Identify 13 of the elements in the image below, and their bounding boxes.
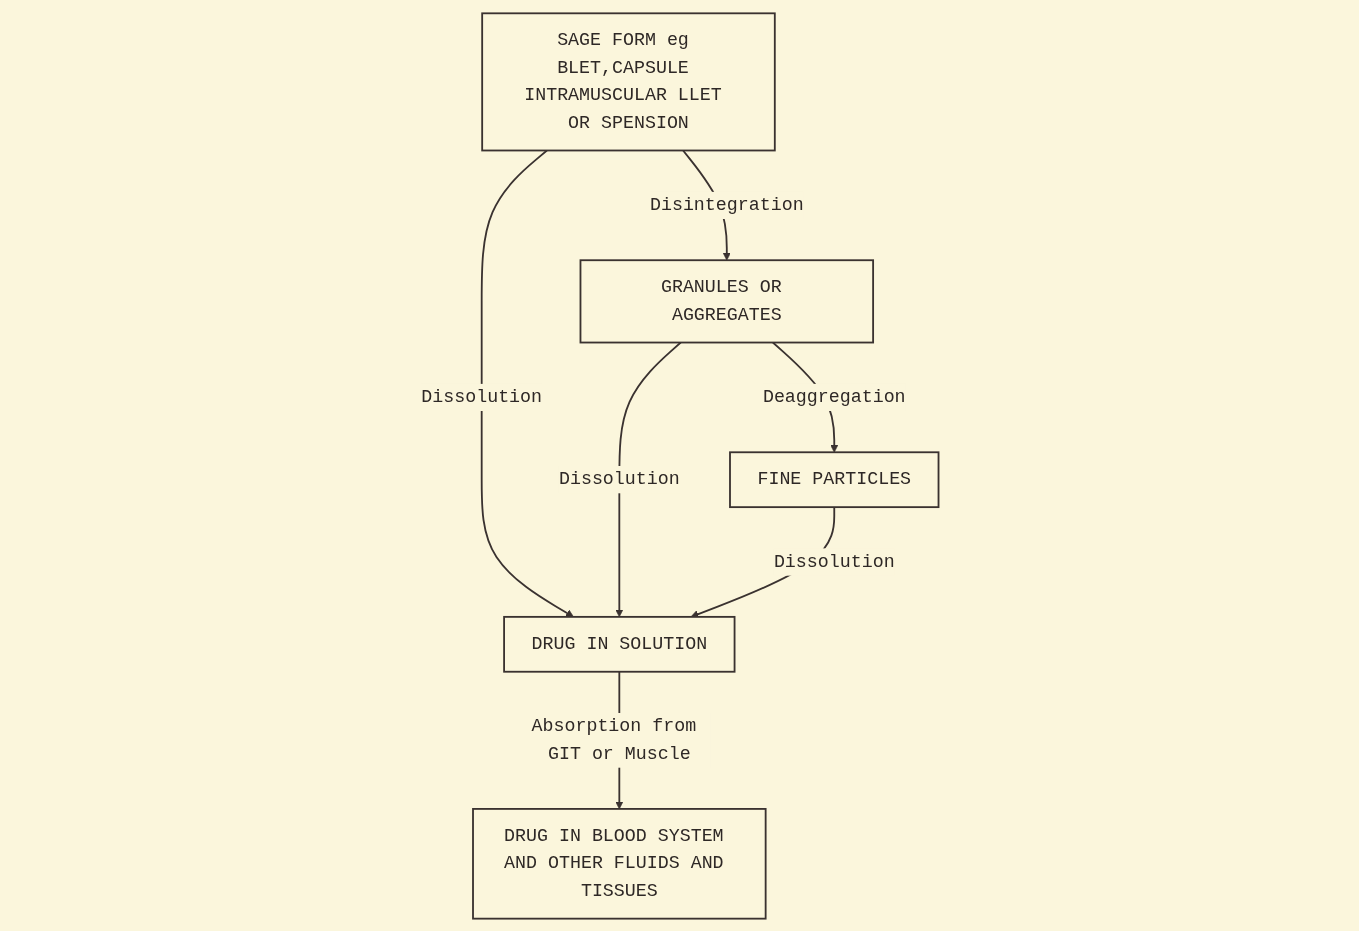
arrow	[480, 149, 574, 617]
node-box: DRUG IN BLOOD SYSTEM AND OTHER FLUIDS AND TISSUES	[471, 807, 767, 920]
edge-label: Absorption from GIT or Muscle	[531, 715, 696, 764]
node-box: GRANULES OR AGGREGATES	[579, 258, 874, 343]
edge-label: Disintegration	[649, 193, 804, 215]
arrow	[614, 341, 682, 617]
edge-label: Dissolution	[773, 550, 895, 572]
edge-label: Deaggregation	[762, 385, 906, 407]
edge-label: Dissolution	[558, 468, 680, 490]
node-box: SAGE FORM eg BLET,CAPSULE INTRAMUSCULAR LLET OR SPENSION	[480, 11, 776, 151]
node-box: DRUG IN SOLUTION	[502, 615, 736, 673]
node-box: FINE PARTICLES	[728, 450, 939, 508]
edge-label: Dissolution	[420, 385, 542, 407]
